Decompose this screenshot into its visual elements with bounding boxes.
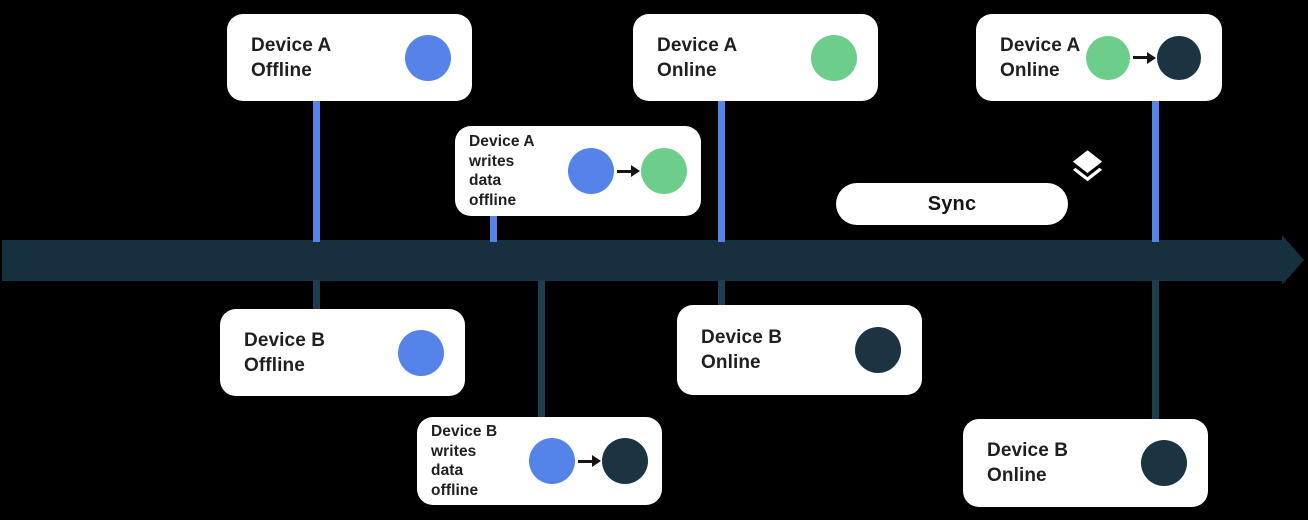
green-status-dot [1086, 35, 1130, 80]
card-label: Device B writes data offline [431, 423, 498, 499]
card-device-a-writes-data-offline: Device A writes data offline [455, 126, 701, 216]
timeline-bar [2, 240, 1282, 281]
blue-status-dot [398, 329, 444, 376]
card-device-b-offline: Device B Offline [220, 309, 465, 396]
connector-device-a-writes [490, 212, 497, 242]
connector-device-b-online [718, 280, 725, 312]
transition-arrow-icon [1133, 51, 1156, 64]
transition-arrow-icon [578, 455, 601, 467]
blue-status-dot [529, 438, 575, 484]
sync-pill: Sync [836, 183, 1068, 225]
card-device-b-online: Device B Online [677, 305, 922, 395]
card-label: Device A Offline [251, 34, 332, 81]
connector-device-b-writes [538, 280, 545, 424]
card-device-b-writes-data-offline: Device B writes data offline [417, 417, 662, 505]
card-label: Device B Online [701, 327, 783, 373]
transition-arrow-icon [617, 165, 640, 177]
green-status-dot [811, 34, 857, 81]
dark-status-dot [1157, 35, 1201, 80]
card-label: Device A Online [1000, 34, 1081, 81]
card-device-a-online: Device A Online [633, 14, 878, 101]
blue-status-dot [405, 34, 451, 81]
status-dots [1141, 440, 1187, 486]
status-dots [568, 148, 687, 194]
status-dots [811, 34, 857, 81]
dark-status-dot [1141, 440, 1187, 486]
connector-device-b-online-2 [1152, 280, 1159, 426]
connector-device-a-online-2 [1152, 96, 1159, 242]
card-device-b-online-2: Device B Online [963, 419, 1208, 507]
status-dots [855, 327, 901, 373]
card-label: Device B Online [987, 440, 1069, 486]
dark-status-dot [602, 438, 648, 484]
card-device-a-online-synced: Device A Online [976, 14, 1222, 101]
dark-status-dot [855, 327, 901, 373]
sync-label: Sync [927, 192, 977, 215]
status-dots [398, 329, 444, 376]
status-dots [529, 438, 648, 484]
connector-device-a-offline [313, 96, 320, 242]
blue-status-dot [568, 148, 614, 194]
connector-device-b-offline [313, 280, 320, 316]
layers-icon [1068, 147, 1107, 186]
status-dots [1086, 35, 1201, 80]
connector-device-a-online [718, 96, 725, 242]
card-label: Device A writes data offline [469, 133, 535, 209]
timeline-arrowhead-icon [1282, 235, 1304, 285]
green-status-dot [641, 148, 687, 194]
card-device-a-offline: Device A Offline [227, 14, 472, 101]
status-dots [405, 34, 451, 81]
card-label: Device B Offline [244, 329, 326, 376]
card-label: Device A Online [657, 34, 738, 81]
